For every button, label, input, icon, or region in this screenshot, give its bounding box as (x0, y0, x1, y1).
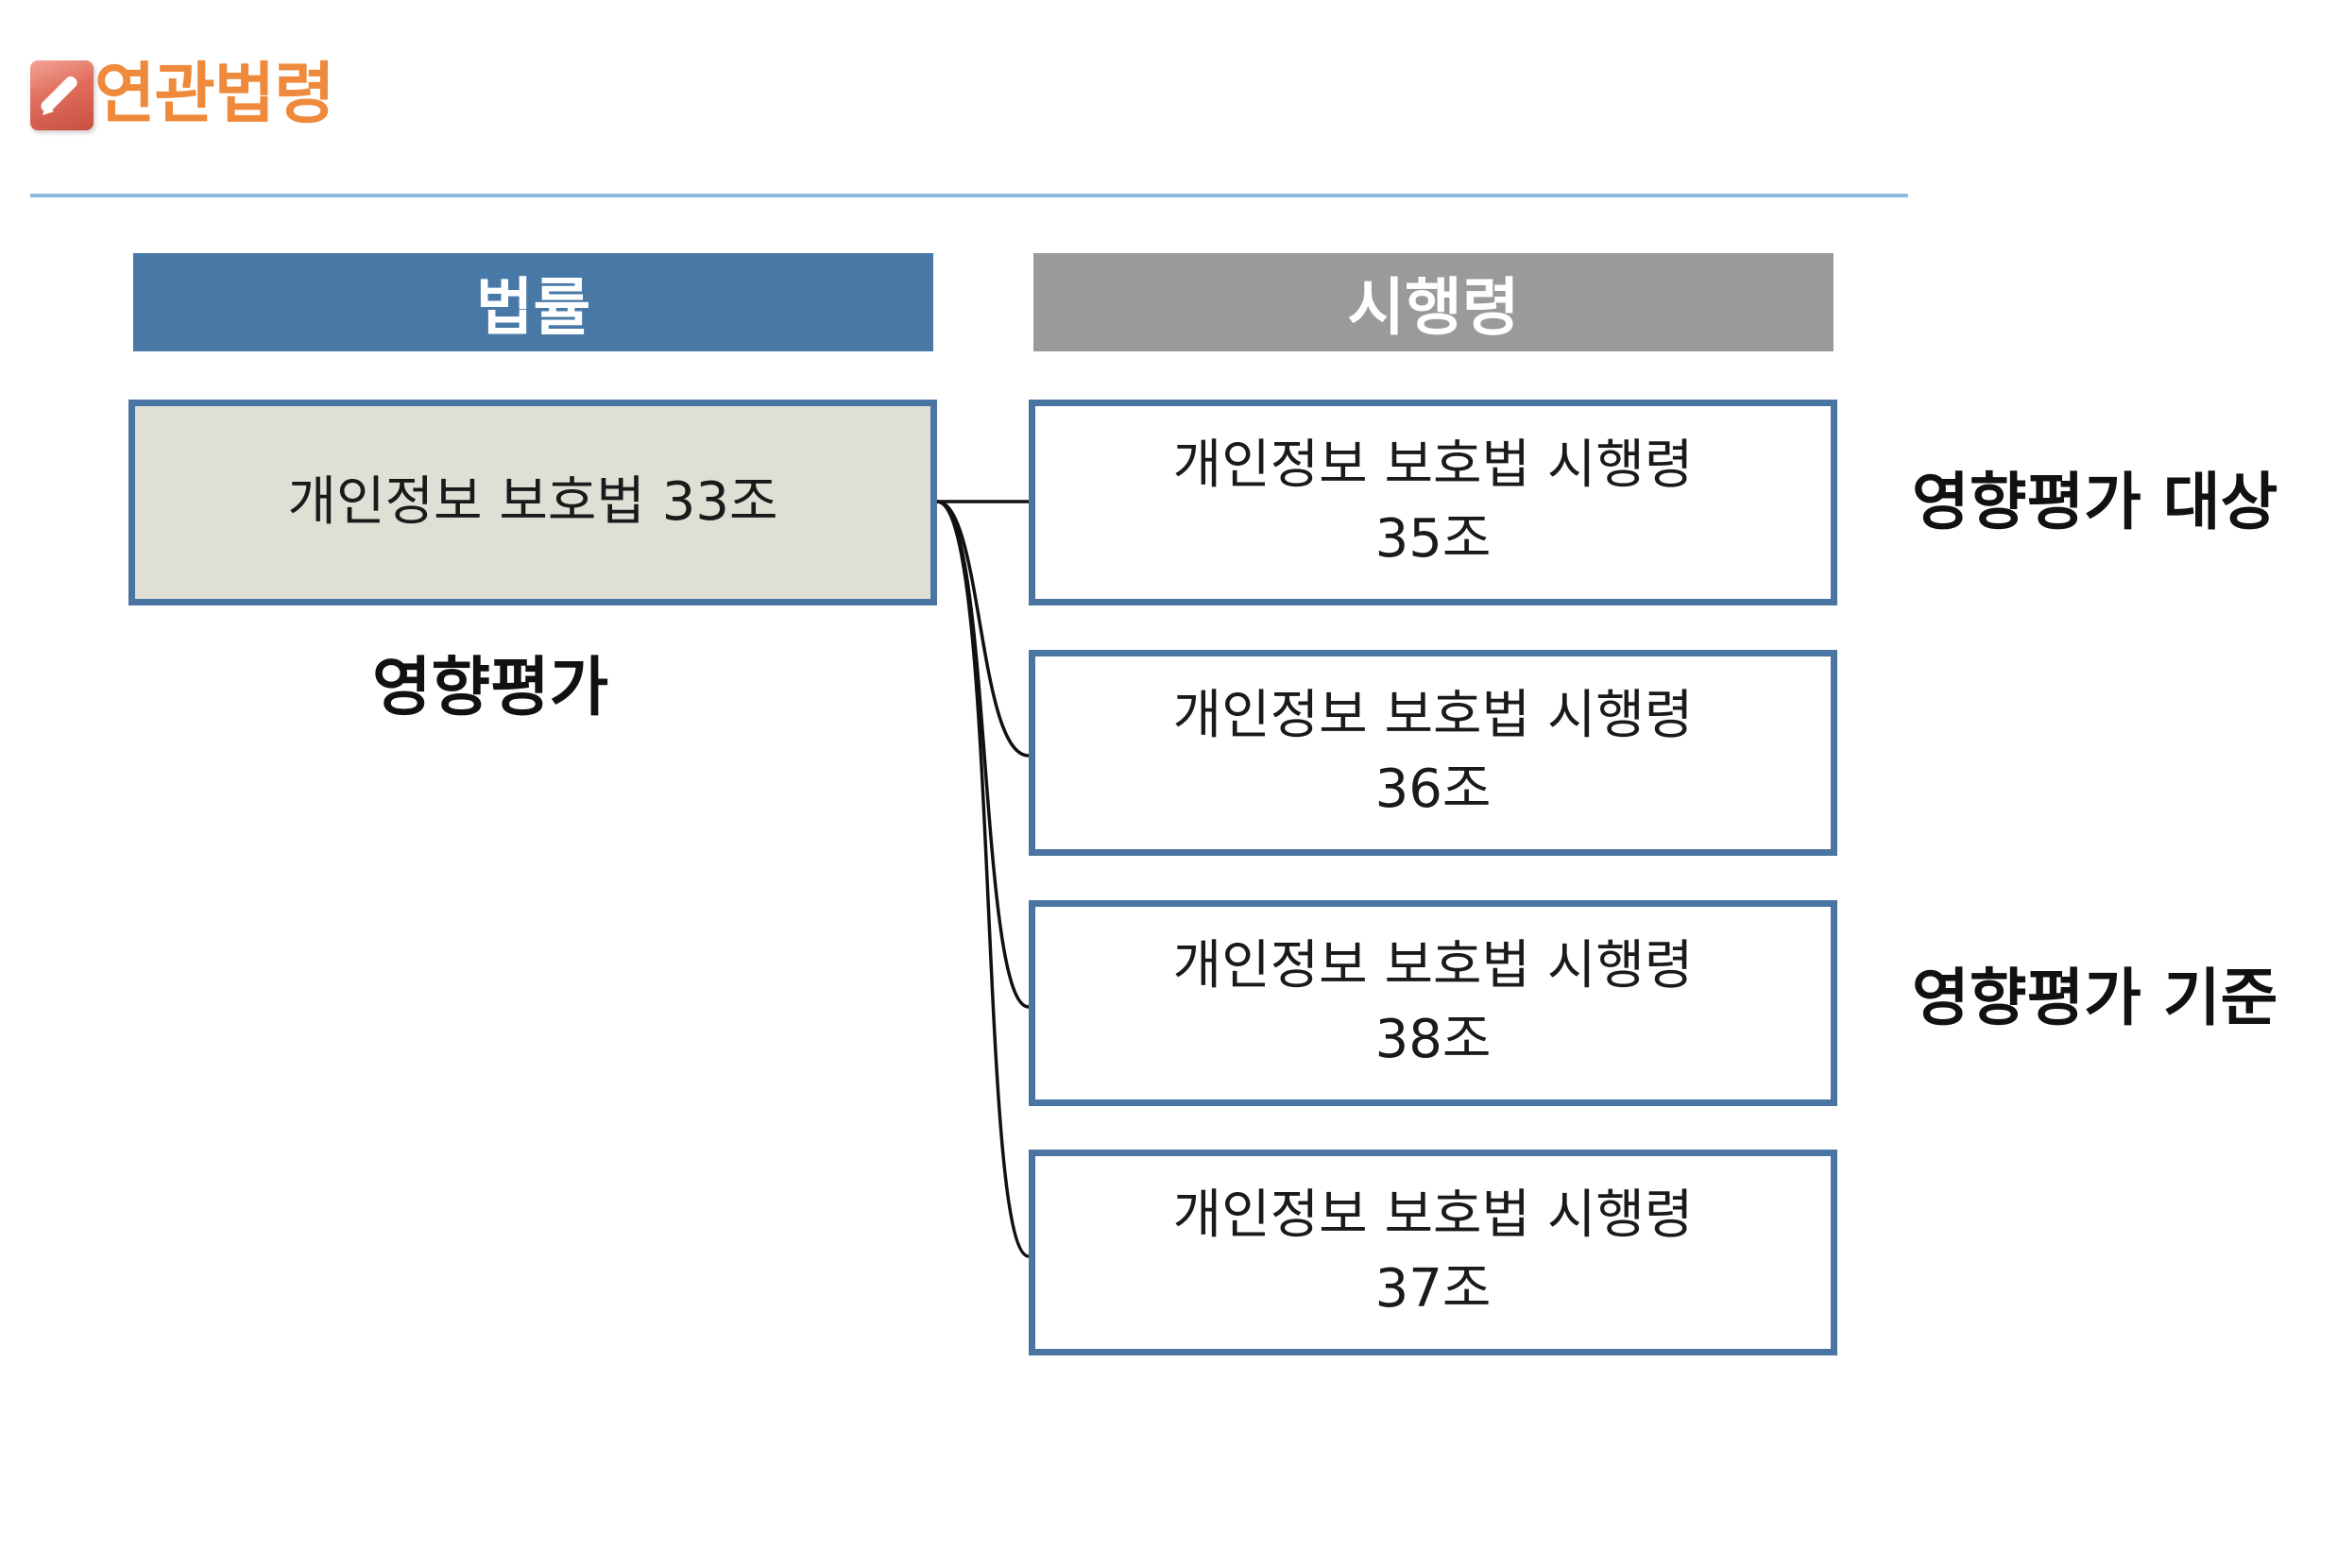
decree-article-text: 개인정보 보호법 시행령 36조 (1172, 685, 1694, 820)
pencil-icon (30, 60, 94, 130)
side-label: 영향평가 대상 (1912, 466, 2278, 538)
decree-article-box: 개인정보 보호법 시행령 36조 (1029, 650, 1837, 856)
law-article-text: 개인정보 보호법 33조 (287, 471, 778, 533)
decree-article-text: 개인정보 보호법 시행령 37조 (1172, 1185, 1694, 1320)
decree-article-box: 개인정보 보호법 시행령 37조 (1029, 1150, 1837, 1355)
decree-article-text: 개인정보 보호법 시행령 38조 (1172, 935, 1694, 1070)
connector-to-decree-38 (936, 500, 1030, 1009)
page-title: 연관법령 (94, 55, 335, 132)
law-column-header: 법률 (133, 253, 933, 351)
law-article-box: 개인정보 보호법 33조 (128, 400, 937, 605)
decree-article-box: 개인정보 보호법 시행령 35조 (1029, 400, 1837, 605)
decree-column-header: 시행령 (1033, 253, 1834, 351)
decree-article-box: 개인정보 보호법 시행령 38조 (1029, 900, 1837, 1106)
title-divider (30, 194, 1908, 197)
side-label: 영향평가 기준 (1912, 962, 2278, 1034)
connector-to-decree-37 (936, 500, 1030, 1258)
decree-article-text: 개인정보 보호법 시행령 35조 (1172, 435, 1694, 570)
law-article-caption: 영향평가 (372, 651, 609, 725)
connector-to-decree-36 (936, 500, 1030, 758)
